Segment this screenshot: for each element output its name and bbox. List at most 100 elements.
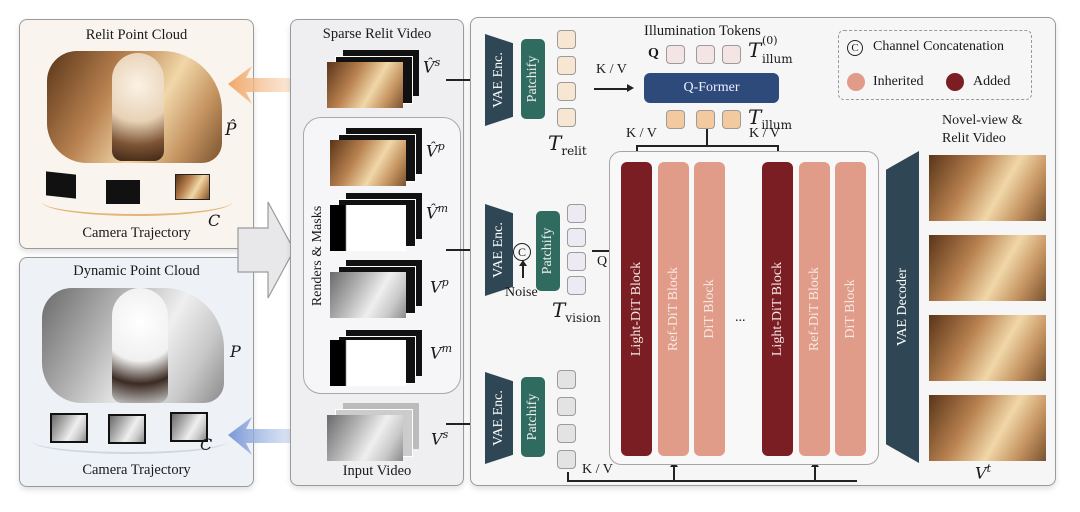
sparse-relit-video-symbol: V̂s [423, 56, 441, 77]
output-title-line1: Novel-view & [942, 113, 1023, 128]
sparse-relit-video-frame [327, 62, 403, 108]
dynamic-point-cloud-panel: Dynamic Point Cloud P C Camera Trajector… [19, 257, 254, 487]
camera-symbol: C [200, 435, 213, 454]
relit-arrow-icon [228, 66, 328, 104]
kv-label: K / V [626, 126, 657, 141]
connector-line [636, 145, 638, 156]
renders-masks-group: Renders & Masks V̂p V̂m Vp Vm [303, 117, 461, 394]
illumination-token [666, 110, 685, 129]
arrow-head-icon [627, 84, 634, 92]
dynamic-point-cloud-symbol: P [230, 342, 241, 361]
patchify-vision: Patchify [536, 211, 560, 291]
connector-line [446, 249, 482, 251]
kv-label: K / V [582, 462, 613, 477]
light-dit-block: Light-DiT Block [762, 162, 793, 456]
dynamic-point-cloud-image [42, 288, 224, 403]
patchify-input: Patchify [521, 377, 545, 457]
ref-dit-block: Ref-DiT Block [799, 162, 830, 456]
input-token [557, 397, 576, 416]
connector-line [522, 262, 524, 278]
vision-token [567, 204, 586, 223]
relit-point-cloud-panel: Relit Point Cloud P̂ C Camera Trajectory [19, 19, 254, 249]
connector-line [814, 466, 816, 480]
channel-concat-legend-icon: C [847, 40, 863, 56]
t-vision-symbol: Tvision [552, 298, 601, 325]
vision-token [567, 228, 586, 247]
camera-trajectory-arc [32, 428, 228, 454]
point-cloud-figure [112, 53, 164, 161]
query-token [722, 45, 741, 64]
video-inputs-panel: Sparse Relit Video V̂s Renders & Masks V… [290, 19, 464, 486]
legend-added-label: Added [973, 74, 1011, 89]
relit-mask-frame [330, 205, 406, 251]
query-token [696, 45, 715, 64]
render-frame [330, 272, 406, 318]
input-video-symbol: Vs [431, 428, 449, 449]
connector-line [592, 250, 616, 252]
input-video-frame [327, 415, 403, 461]
vae-encoder-input: VAE Enc. [485, 372, 513, 464]
relit-token [557, 56, 576, 75]
point-cloud-figure [112, 288, 168, 403]
illumination-token [722, 110, 741, 129]
relit-render-frame [330, 140, 406, 186]
legend-added-swatch [946, 73, 964, 91]
kv-label: K / V [596, 62, 627, 77]
legend [838, 30, 1032, 100]
camera-trajectory-label: Camera Trajectory [82, 225, 191, 241]
legend-inherited-swatch [847, 73, 865, 91]
illumination-tokens-title: Illumination Tokens [644, 23, 761, 39]
vae-encoder-renders: VAE Enc. [485, 204, 513, 296]
output-title-line2: Relit Video [942, 131, 1006, 146]
camera-symbol: C [208, 211, 221, 230]
patchify-relit: Patchify [521, 39, 545, 119]
relit-token [557, 30, 576, 49]
t-illum0-symbol: T(0)illum [748, 34, 793, 66]
output-symbol: Vt [975, 462, 991, 483]
vae-encoder-relit: VAE Enc. [485, 34, 513, 126]
input-token [557, 370, 576, 389]
sparse-relit-video-title: Sparse Relit Video [322, 26, 432, 42]
vision-token [567, 252, 586, 271]
output-frame [929, 155, 1046, 221]
input-arrow-icon [228, 417, 328, 455]
camera-trajectory-label: Camera Trajectory [82, 462, 191, 478]
relit-point-cloud-symbol: P̂ [225, 120, 237, 140]
noise-label: Noise [505, 285, 538, 300]
vision-token [567, 276, 586, 295]
dynamic-point-cloud-title: Dynamic Point Cloud [73, 263, 200, 279]
relit-point-cloud-title: Relit Point Cloud [85, 27, 188, 43]
connector-line [706, 129, 708, 146]
t-illum-symbol: Tillum [748, 105, 792, 132]
connector-line [446, 79, 482, 81]
camera-trajectory-arc [42, 188, 232, 216]
output-frame [929, 315, 1046, 381]
arrow-head-icon [519, 260, 527, 266]
input-video-title: Input Video [342, 463, 412, 479]
mask-frame [330, 340, 406, 386]
t-relit-symbol: Trelit [548, 131, 587, 158]
relit-render-symbol: V̂p [426, 140, 445, 161]
renders-masks-label: Renders & Masks [310, 205, 325, 306]
input-token [557, 450, 576, 469]
render-symbol: Vp [430, 276, 449, 297]
kv-label: K / V [749, 126, 780, 141]
connector-line [636, 145, 778, 147]
dit-blocks-container [609, 151, 879, 465]
connector-line [673, 466, 675, 480]
ref-dit-block: Ref-DiT Block [658, 162, 689, 456]
q-former-block: Q-Former [644, 73, 779, 103]
connector-line [446, 423, 482, 425]
ellipsis: ... [735, 310, 746, 325]
illumination-token [696, 110, 715, 129]
dit-block: DiT Block [835, 162, 866, 456]
dit-block: DiT Block [694, 162, 725, 456]
vae-decoder: VAE Decoder [886, 151, 919, 463]
connector-line [777, 145, 779, 156]
channel-concat-icon: C [513, 243, 531, 261]
relit-point-cloud-image [47, 51, 222, 163]
connector-line [567, 472, 569, 480]
relit-token [557, 108, 576, 127]
input-token [557, 424, 576, 443]
q-label: Q [648, 46, 659, 61]
